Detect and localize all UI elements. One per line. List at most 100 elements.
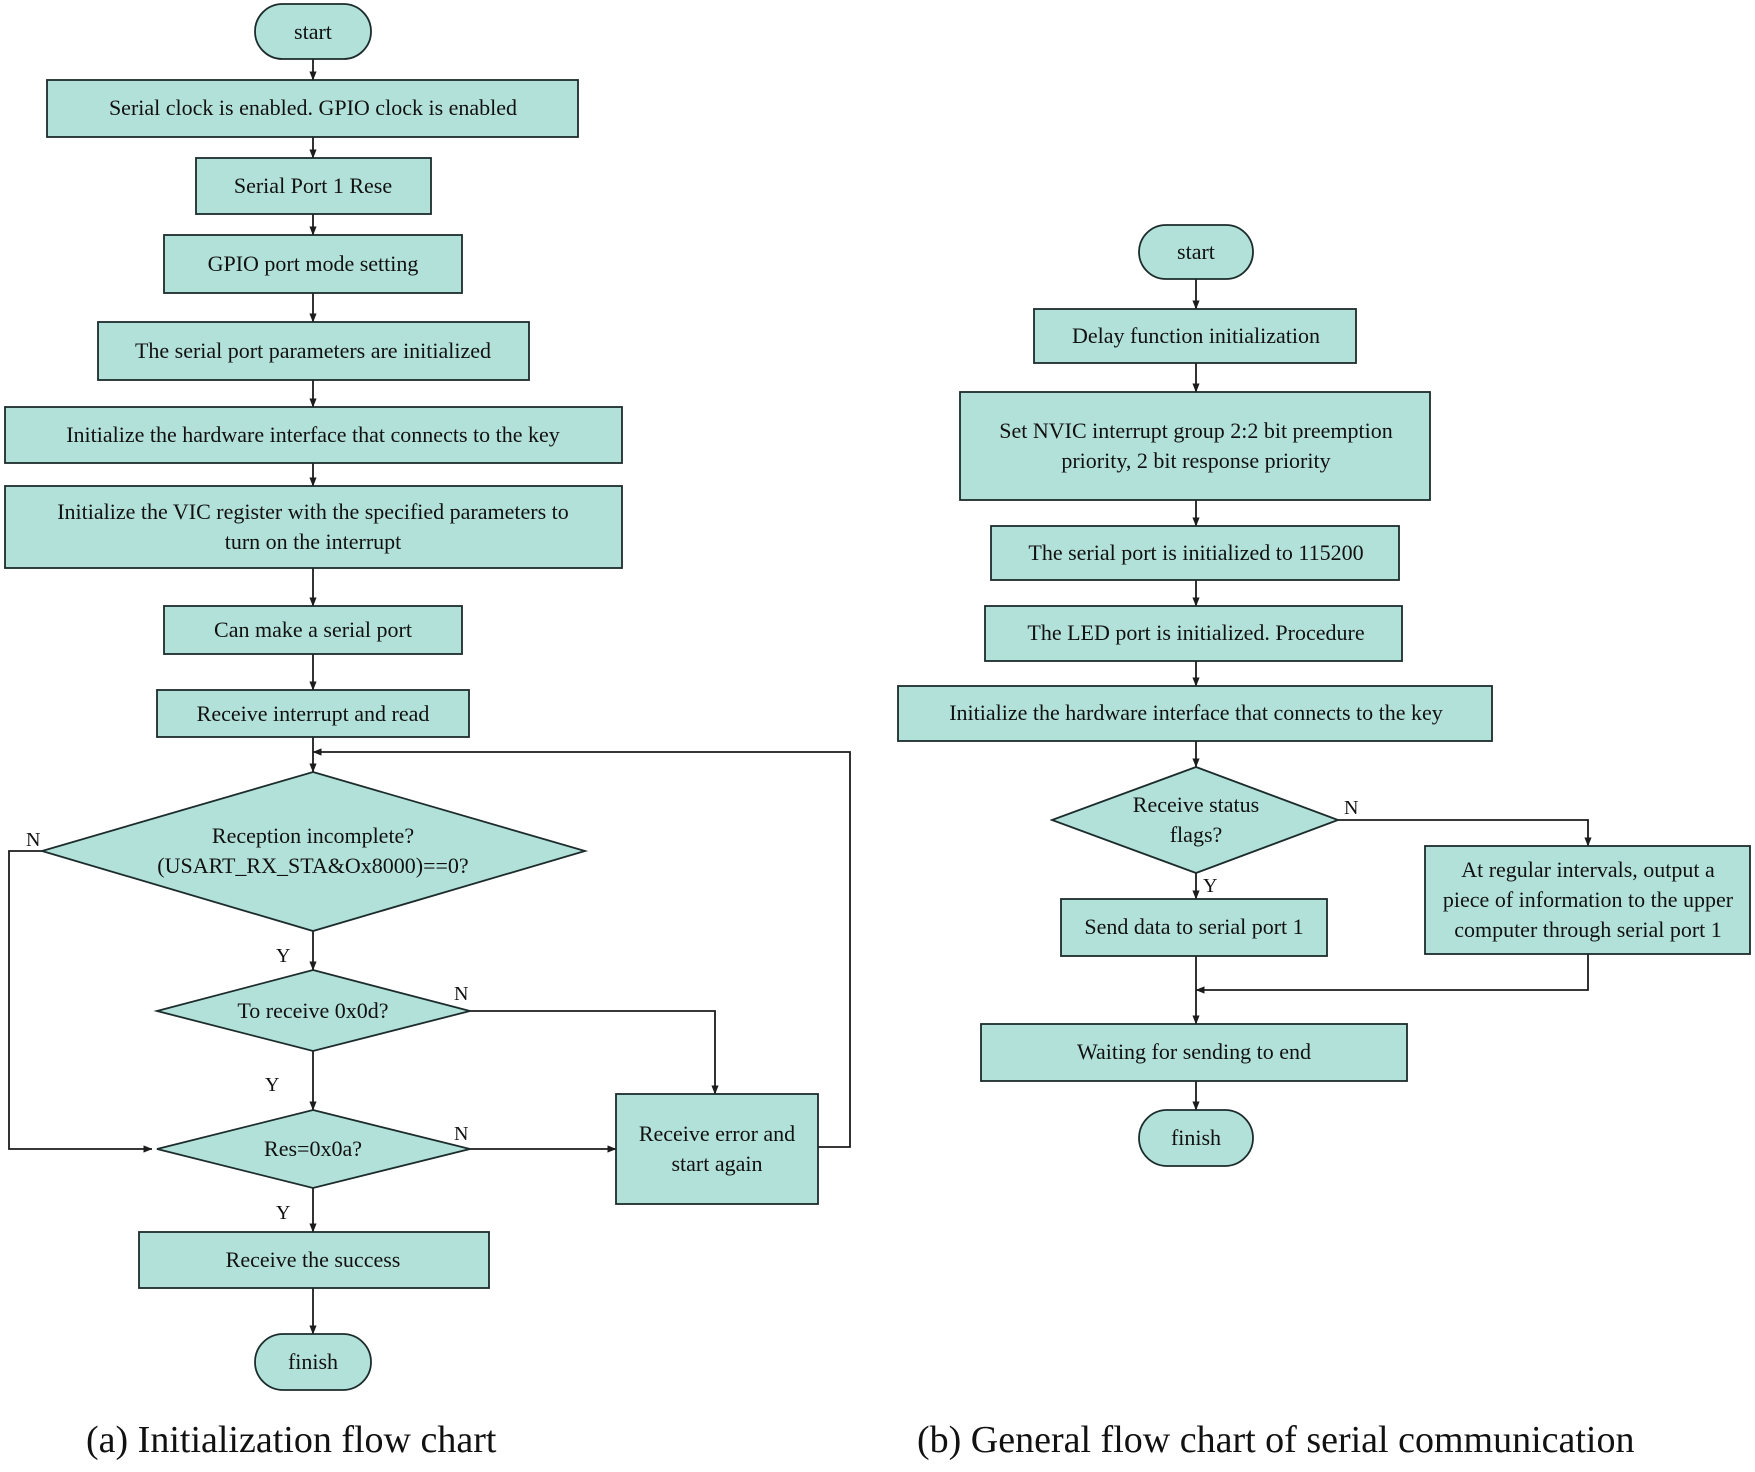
b-send-data-step xyxy=(1060,898,1328,957)
b-regular-output-step xyxy=(1424,845,1751,955)
a-init-key-step xyxy=(4,406,623,464)
a-enable-port-step xyxy=(163,605,463,655)
b-delay-init-label: Delay function initialization xyxy=(1072,323,1320,348)
b-serial-115200-step xyxy=(990,525,1400,581)
edge-incomplete-no-loop xyxy=(8,850,153,1153)
node-text-line: Res=0x0a? xyxy=(264,1136,362,1161)
node-text-line: Can make a serial port xyxy=(214,617,412,642)
b-wait-end-step xyxy=(980,1023,1408,1082)
caption-b: (b) General flow chart of serial communi… xyxy=(917,1419,1635,1461)
a-recv-interrupt-label: Receive interrupt and read xyxy=(197,701,430,726)
a-receive-0d-no-label: N xyxy=(454,983,468,1005)
a-recv-error-label: Receive error and start again xyxy=(639,1121,795,1176)
b-wait-end-label: Waiting for sending to end xyxy=(1077,1039,1311,1064)
node-text-line: Receive the success xyxy=(226,1247,401,1272)
node-text-line: start xyxy=(1177,239,1215,264)
b-led-port-step xyxy=(984,605,1403,662)
a-res-0a-no-label: N xyxy=(454,1123,468,1145)
node-text-line: finish xyxy=(1171,1125,1221,1150)
a-serial-clock-step xyxy=(46,79,579,138)
b-send-data-label: Send data to serial port 1 xyxy=(1084,914,1303,939)
node-text-line: start xyxy=(294,19,332,44)
node-text-line: turn on the interrupt xyxy=(225,529,402,554)
node-text-line: computer through serial port 1 xyxy=(1454,917,1722,942)
a-incomplete-no-label: N xyxy=(26,829,40,851)
a-gpio-mode-step xyxy=(163,234,463,294)
node-text-line: Serial clock is enabled. GPIO clock is e… xyxy=(109,95,517,120)
node-text-line: (USART_RX_STA&Ox8000)==0? xyxy=(157,853,468,878)
b-finish-terminal xyxy=(1138,1109,1254,1167)
a-res-0a-yes-label: Y xyxy=(276,1202,290,1224)
chart-b: start Delay function initialization Set … xyxy=(897,224,1751,1167)
node-text-line: Receive status xyxy=(1133,792,1259,817)
edge-error-restart-loop xyxy=(312,748,851,1148)
node-text-line: To receive 0x0d? xyxy=(237,998,388,1023)
node-text-line: Reception incomplete? xyxy=(212,823,414,848)
a-recv-success-label: Receive the success xyxy=(226,1247,401,1272)
node-text-line: Initialize the hardware interface that c… xyxy=(66,422,560,447)
a-finish-label: finish xyxy=(288,1349,338,1374)
a-incomplete-yes-label: Y xyxy=(276,945,290,967)
b-led-port-label: The LED port is initialized. Procedure xyxy=(1027,620,1364,645)
a-start-terminal xyxy=(254,3,372,60)
node-text-line: Receive interrupt and read xyxy=(197,701,430,726)
chart-a: start Serial clock is enabled. GPIO cloc… xyxy=(4,3,851,1391)
b-start-terminal xyxy=(1138,224,1254,280)
node-text-line: The serial port parameters are initializ… xyxy=(135,338,491,363)
node-text-line: finish xyxy=(288,1349,338,1374)
a-res-0a-label: Res=0x0a? xyxy=(264,1136,362,1161)
edge-b-output-merge xyxy=(1195,954,1589,994)
a-res-0a-decision xyxy=(156,1109,471,1189)
b-init-key-label: Initialize the hardware interface that c… xyxy=(949,700,1443,725)
a-recv-success-step xyxy=(138,1231,490,1289)
node-text-line: start again xyxy=(671,1151,762,1176)
a-reception-incomplete-decision xyxy=(38,771,589,932)
a-port-reset-label: Serial Port 1 Rese xyxy=(234,173,392,198)
a-enable-port-label: Can make a serial port xyxy=(214,617,412,642)
edge-receive-0d-no xyxy=(470,1010,719,1095)
node-text-line: GPIO port mode setting xyxy=(208,251,419,276)
b-status-flags-label: Receive status flags? xyxy=(1133,792,1259,847)
node-text-line: Delay function initialization xyxy=(1072,323,1320,348)
a-init-vic-step xyxy=(4,485,623,569)
node-text-line: Initialize the hardware interface that c… xyxy=(949,700,1443,725)
a-receive-0d-yes-label: Y xyxy=(265,1074,279,1096)
a-receive-0d-decision xyxy=(153,969,471,1052)
b-nvic-group-step xyxy=(959,391,1431,501)
b-status-flags-decision xyxy=(1049,766,1341,874)
a-finish-terminal xyxy=(254,1333,372,1391)
node-text-line: Serial Port 1 Rese xyxy=(234,173,392,198)
node-text-line: Send data to serial port 1 xyxy=(1084,914,1303,939)
node-text-line: piece of information to the upper xyxy=(1443,887,1734,912)
a-start-label: start xyxy=(294,19,332,44)
a-recv-error-step xyxy=(615,1093,819,1205)
caption-a: (a) Initialization flow chart xyxy=(86,1419,497,1461)
node-text-line: Receive error and xyxy=(639,1121,795,1146)
b-regular-output-label: At regular intervals, output a piece of i… xyxy=(1443,857,1734,942)
node-text-line: Waiting for sending to end xyxy=(1077,1039,1311,1064)
a-serial-params-label: The serial port parameters are initializ… xyxy=(135,338,491,363)
node-text-line: priority, 2 bit response priority xyxy=(1061,448,1330,473)
chart-b-edges xyxy=(1192,279,1592,1111)
a-port-reset-step xyxy=(195,157,432,215)
a-gpio-mode-label: GPIO port mode setting xyxy=(208,251,419,276)
node-text-line: At regular intervals, output a xyxy=(1461,857,1715,882)
b-status-yes-label: Y xyxy=(1203,875,1217,897)
a-recv-interrupt-step xyxy=(156,689,470,738)
node-text-line: The LED port is initialized. Procedure xyxy=(1027,620,1364,645)
b-init-key-step xyxy=(897,685,1493,742)
node-text-line: Set NVIC interrupt group 2:2 bit preempt… xyxy=(999,418,1393,443)
a-serial-params-step xyxy=(97,321,530,381)
b-status-no-label: N xyxy=(1344,797,1358,819)
chart-a-edges xyxy=(8,59,851,1335)
b-serial-115200-label: The serial port is initialized to 115200 xyxy=(1028,540,1363,565)
a-init-vic-label: Initialize the VIC register with the spe… xyxy=(57,499,569,554)
node-text-line: The serial port is initialized to 115200 xyxy=(1028,540,1363,565)
b-finish-label: finish xyxy=(1171,1125,1221,1150)
node-text-line: flags? xyxy=(1170,822,1223,847)
b-start-label: start xyxy=(1177,239,1215,264)
b-nvic-group-label: Set NVIC interrupt group 2:2 bit preempt… xyxy=(999,418,1393,473)
b-delay-init-step xyxy=(1033,308,1357,364)
a-reception-incomplete-label: Reception incomplete? (USART_RX_STA&Ox800… xyxy=(157,823,468,878)
